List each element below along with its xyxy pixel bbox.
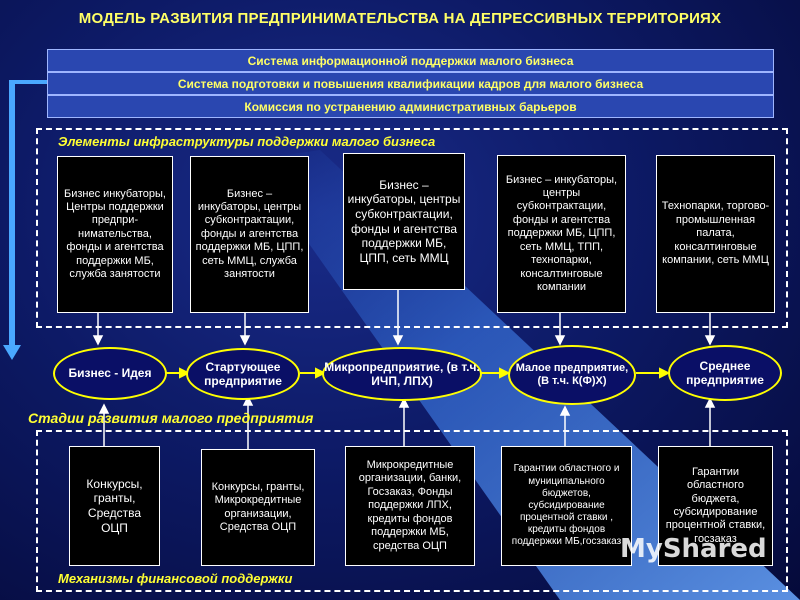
page-title: МОДЕЛЬ РАЗВИТИЯ ПРЕДПРИНИМАТЕЛЬСТВА НА Д… bbox=[78, 10, 722, 27]
infra-box-1: Бизнес инкубаторы, Центры поддержки пред… bbox=[57, 156, 173, 313]
stages-label: Стадии развития малого предприятия bbox=[28, 410, 314, 426]
infrastructure-label: Элементы инфраструктуры поддержки малого… bbox=[58, 134, 436, 149]
finance-label: Механизмы финансовой поддержки bbox=[58, 571, 293, 586]
infrastructure-frame bbox=[36, 128, 788, 328]
finance-box-4: Гарантии областного и муниципального бюд… bbox=[501, 446, 632, 566]
infra-box-5: Технопарки, торгово-промышленная палата,… bbox=[656, 155, 775, 313]
infra-box-2: Бизнес – инкубаторы, центры субконтракта… bbox=[190, 156, 309, 313]
stage-startup: Стартующее предприятие bbox=[186, 348, 300, 400]
finance-box-5: Гарантии областного бюджета, субсидирова… bbox=[658, 446, 773, 566]
watermark-logo: MyShared bbox=[620, 534, 767, 564]
stage-business-idea: Бизнес - Идея bbox=[53, 347, 167, 400]
system-training: Система подготовки и повышения квалифика… bbox=[47, 72, 774, 95]
stage-micro: Микропредприятие, (в т.ч. ИЧП, ЛПХ) bbox=[322, 347, 482, 401]
finance-box-1: Конкурсы, гранты, Средства ОЦП bbox=[69, 446, 160, 566]
finance-frame bbox=[36, 430, 788, 592]
infra-box-3: Бизнес – инкубаторы, центры субконтракта… bbox=[343, 153, 465, 290]
infra-box-4: Бизнес – инкубаторы, центры субконтракта… bbox=[497, 155, 626, 313]
commission-barriers: Комиссия по устранению административных … bbox=[47, 95, 774, 118]
finance-box-3: Микрокредитные организации, банки, Госза… bbox=[345, 446, 475, 566]
stage-arrows bbox=[165, 367, 671, 379]
left-arrow bbox=[3, 80, 47, 360]
stage-small: Малое предприятие, (В т.ч. К(Ф)Х) bbox=[508, 345, 636, 405]
finance-box-2: Конкурсы, гранты, Микрокредитные организ… bbox=[201, 449, 315, 566]
finance-arrows bbox=[98, 395, 716, 449]
stage-medium: Среднее предприятие bbox=[668, 345, 782, 401]
system-info-support: Система информационной поддержки малого … bbox=[47, 49, 774, 72]
